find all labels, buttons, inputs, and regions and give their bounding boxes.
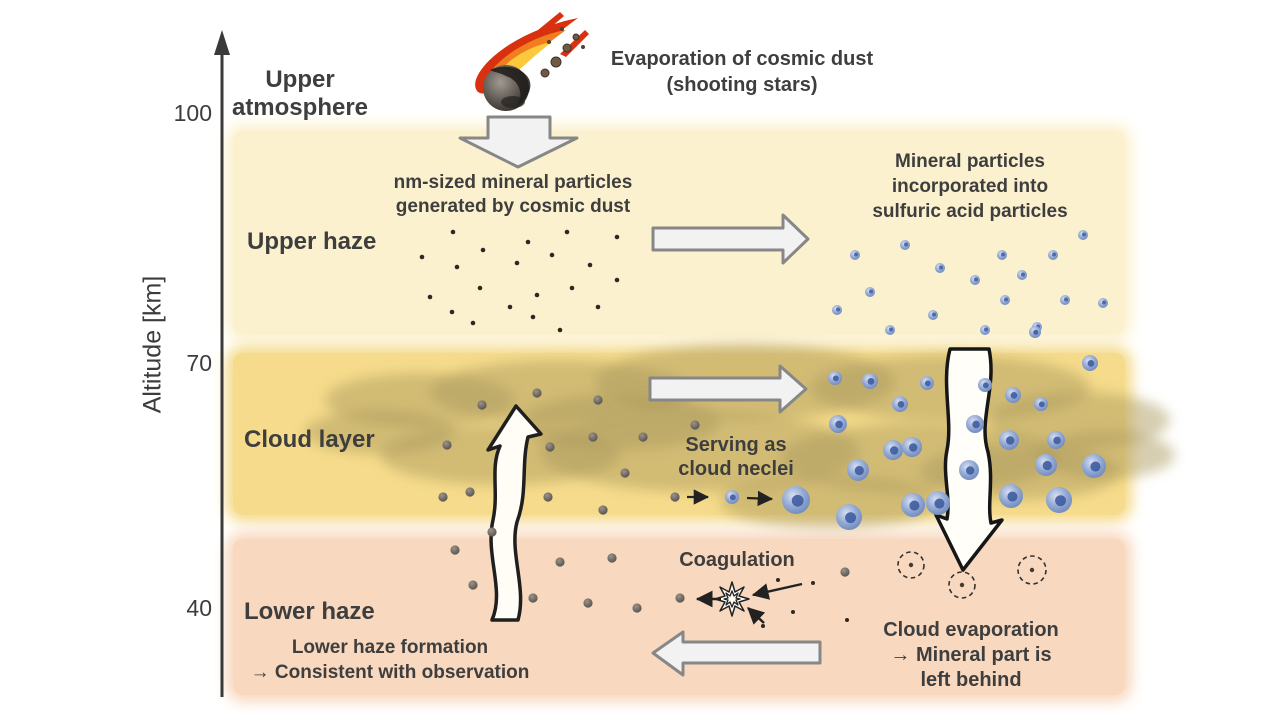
lower-haze-formation-label: Lower haze formation → Consistent with o…	[230, 635, 550, 685]
dashed-circle-icon	[948, 571, 976, 599]
nm-sized-label: nm-sized mineral particles generated by …	[363, 171, 663, 219]
mineral-incorporated-label: Mineral particles incorporated into sulf…	[840, 149, 1100, 224]
block-arrows	[458, 115, 822, 677]
dashed-circle-icon	[1017, 555, 1047, 585]
sequence-arrows	[687, 489, 774, 507]
coagulation-label: Coagulation	[647, 549, 827, 572]
label-cloud-layer: Cloud layer	[244, 426, 375, 453]
label-upper-haze: Upper haze	[247, 228, 377, 255]
coagulation-arrows	[695, 582, 803, 625]
tick-70: 70	[186, 350, 212, 376]
mineral-particles	[438, 388, 850, 613]
text-line: Lower haze formation	[291, 637, 489, 658]
right-arrow-upper-icon	[651, 213, 810, 265]
axis-title: Altitude [km]	[138, 275, 167, 414]
down-arrow-icon	[458, 115, 579, 169]
tick-40: 40	[186, 595, 212, 621]
label-upper-atmosphere: Upper atmosphere	[200, 66, 400, 122]
text-line: left behind	[920, 669, 1022, 691]
serving-label: Serving as cloud neclei	[646, 433, 826, 481]
evaporation-label: Evaporation of cosmic dust (shooting sta…	[592, 46, 892, 98]
text-line: Coagulation	[679, 549, 795, 571]
dashed-circle-icon	[897, 551, 925, 579]
text-line: nm-sized mineral particles	[393, 172, 633, 193]
wavy-up-arrow-icon	[486, 404, 543, 622]
tiny-mineral-dots	[761, 578, 849, 628]
cloud-layer-droplets	[725, 326, 1106, 530]
text-line: incorporated into	[891, 176, 1049, 197]
text-line: → Mineral part is	[890, 644, 1052, 666]
text-line: → Consistent with observation	[250, 662, 530, 683]
text-line: Evaporation of cosmic dust	[610, 48, 874, 70]
upper-haze-mineral-dots	[419, 229, 620, 333]
meteor-icon	[475, 12, 589, 111]
label-lower-haze: Lower haze	[244, 598, 375, 625]
wavy-down-arrow-icon	[934, 347, 1004, 572]
text-line: Upper	[265, 66, 335, 93]
text-line: Cloud evaporation	[883, 619, 1059, 641]
text-line: cloud neclei	[678, 458, 794, 480]
axis-arrowhead-icon	[214, 30, 230, 55]
text-line: Mineral particles	[895, 151, 1045, 172]
text-line: atmosphere	[231, 94, 369, 121]
dashed-evaporated-droplets	[897, 551, 1047, 599]
text-line: generated by cosmic dust	[395, 196, 631, 217]
tick-100: 100	[173, 100, 212, 126]
text-line: Serving as	[685, 434, 787, 456]
altitude-axis	[214, 30, 230, 697]
meteor-debris-icon	[540, 27, 585, 78]
text-line: (shooting stars)	[666, 74, 818, 96]
text-line: sulfuric acid particles	[872, 201, 1068, 222]
dashed-circle-dots	[908, 562, 1035, 588]
cloud-evaporation-label: Cloud evaporation → Mineral part is left…	[851, 618, 1091, 693]
left-arrow-icon	[651, 630, 822, 677]
right-arrow-cloud-icon	[648, 364, 808, 414]
upper-haze-sulfuric-particles	[832, 230, 1108, 335]
coagulation-burst-icon	[714, 581, 750, 617]
